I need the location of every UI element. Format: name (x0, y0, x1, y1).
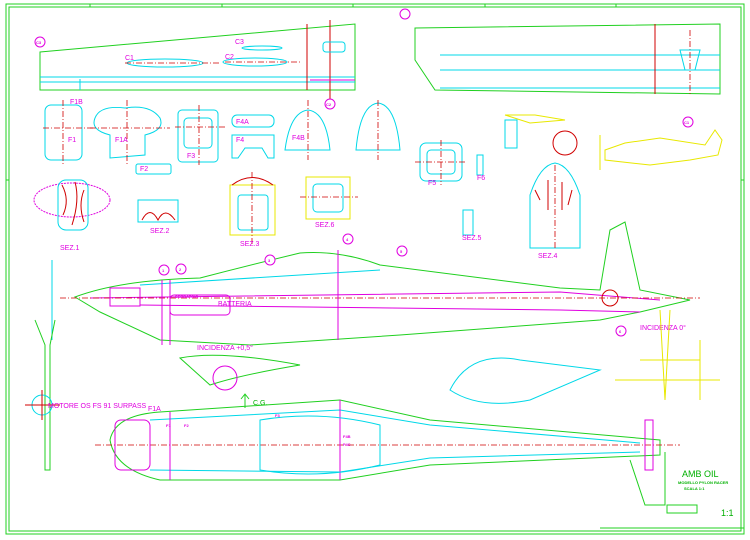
former-f4b: F4B (292, 135, 305, 142)
rib-label-c1: C1 (125, 55, 134, 62)
section-label-3: SEZ.3 (240, 241, 260, 248)
cg-label: C.G. (253, 400, 267, 407)
section-label-6: SEZ.6 (315, 222, 335, 229)
station-6: 6 (619, 329, 622, 334)
fuselage-top-view: MOTORE OS FS 91 SURPASS F1A F1 F2 F3 F4B… (48, 399, 680, 481)
wing-plan: C1 C2 C3 C3 C2 (34, 20, 356, 110)
title-text: AMB OIL (682, 469, 719, 479)
former-f3: F3 (187, 153, 195, 160)
engine-note: MOTORE OS FS 91 SURPASS (48, 403, 146, 410)
station-4: 4 (346, 237, 349, 242)
wing-incidence-label: INCIDENZA +0,5° (197, 344, 253, 352)
aircraft-silhouette (599, 129, 723, 170)
top-label-f2: F2 (184, 423, 189, 428)
title-block: AMB OIL MODELLO PYLON RACER SCALA 1:1 1:… (600, 452, 744, 529)
section-label-4: SEZ.4 (538, 253, 558, 260)
top-label-f1a: F1A (148, 406, 161, 413)
wing-marker-c2: C2 (326, 102, 332, 107)
top-label-f3: F3 (275, 413, 280, 418)
tail-marker-c1: C1 (684, 120, 690, 125)
former-f4: F4 (236, 137, 244, 144)
former-f4a: F4A (236, 119, 249, 126)
section-label-2: SEZ.2 (150, 228, 170, 235)
former-f2: F2 (140, 166, 148, 173)
sheet-border (5, 3, 745, 535)
former-f1: F1 (68, 137, 76, 144)
former-f6: F6 (477, 175, 485, 182)
top-label-f4b: F4B (343, 434, 351, 439)
battery-label: BATTERIA (218, 301, 252, 308)
top-label-f1: F1 (166, 423, 171, 428)
former-f5: F5 (428, 180, 436, 187)
former-f1b: F1B (70, 99, 83, 106)
rib-label-c3: C3 (235, 39, 244, 46)
former-f1a: F1A (115, 137, 128, 144)
scale-note: 1:1 (721, 508, 734, 518)
tailplane-plan: C1 (399, 8, 721, 128)
station-5: 5 (400, 249, 403, 254)
section-label-1: SEZ.1 (60, 245, 80, 252)
canopy-view (449, 357, 602, 404)
station-2: 2 (179, 267, 182, 272)
fuselage-side-view: 1 2 3 4 5 6 INCIDENZA +0,5° INCIDENZA 0°… (51, 221, 700, 408)
station-3: 3 (268, 258, 271, 263)
section-label-5: SEZ.5 (462, 235, 482, 242)
tail-incidence-label: INCIDENZA 0° (640, 324, 686, 332)
sections-row: SEZ.1 SEZ.2 SEZ.3 SEZ.6 SEZ.4 SEZ.5 (33, 114, 581, 260)
formers-row: F1B F1 F1A F3 F2 F4A F4 F4B F5 F6 (43, 99, 485, 187)
top-label-f4c: F4C (343, 442, 351, 447)
station-1: 1 (162, 268, 165, 273)
propeller-view (25, 319, 60, 471)
rib-label-c2: C2 (225, 54, 234, 61)
wing-marker-c3: C3 (36, 40, 42, 45)
tank-label: SERBATOIO (175, 294, 198, 299)
subtitle-1: MODELLO PYLON RACER (678, 480, 728, 485)
subtitle-2: SCALA 1:1 (684, 486, 705, 491)
front-view (615, 309, 720, 401)
